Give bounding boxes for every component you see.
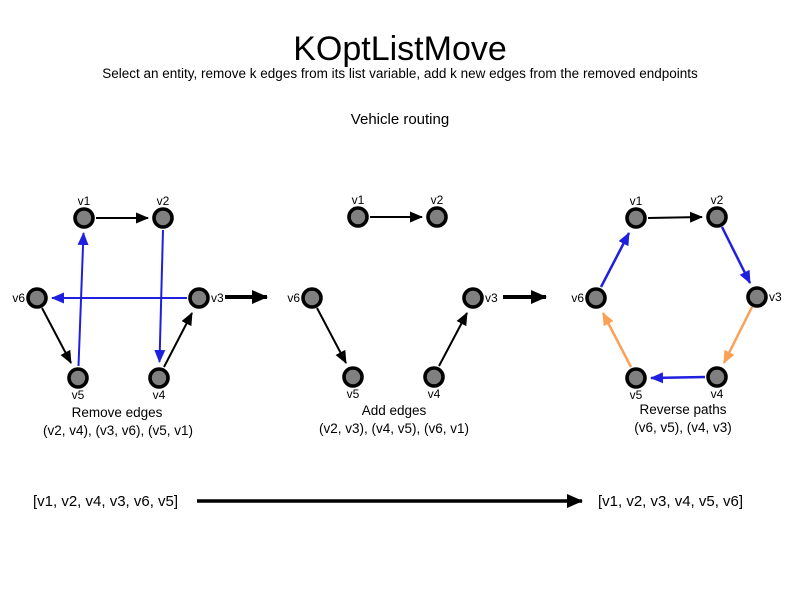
list-before-text: [v1, v2, v4, v3, v6, v5] bbox=[33, 493, 178, 510]
node-label-v2-g2: v2 bbox=[431, 193, 444, 207]
scenario-label: Vehicle routing bbox=[351, 111, 449, 128]
page-title: KOptListMove bbox=[293, 30, 507, 68]
node-v2-g2 bbox=[426, 206, 448, 228]
node-v3-g2 bbox=[462, 287, 484, 309]
edge-v5-v1-g1 bbox=[77, 232, 89, 367]
node-v4-g2 bbox=[423, 366, 445, 388]
graph-remove-edges: v1 v2 v6 v3 v5 v4 Remove edges (v2, v4),… bbox=[12, 194, 224, 438]
caption-add-edges: Add edges bbox=[362, 403, 427, 418]
list-transformation: [v1, v2, v4, v3, v6, v5] [v1, v2, v3, v4… bbox=[33, 493, 743, 510]
edge-v4-v3-g1 bbox=[163, 312, 193, 368]
node-label-v1-g3: v1 bbox=[630, 194, 643, 208]
list-after-text: [v1, v2, v3, v4, v5, v6] bbox=[598, 493, 743, 510]
edge-v6-v5-g2 bbox=[316, 307, 347, 364]
graph-reverse-paths: v1 v2 v6 v3 v5 v4 Reverse paths (v6, v5)… bbox=[571, 193, 782, 435]
node-label-v3-g3: v3 bbox=[769, 290, 782, 304]
node-v5-g3 bbox=[625, 367, 647, 389]
node-label-v6-g2: v6 bbox=[287, 291, 300, 305]
node-label-v1-g2: v1 bbox=[352, 193, 365, 207]
node-label-v4-g2: v4 bbox=[428, 387, 441, 401]
node-label-v6-g1: v6 bbox=[12, 291, 25, 305]
node-label-v4-g1: v4 bbox=[153, 388, 166, 402]
node-label-v6-g3: v6 bbox=[571, 291, 584, 305]
graph-add-edges: v1 v2 v6 v3 v5 v4 Add edges (v2, v3), (v… bbox=[287, 193, 498, 436]
node-label-v1-g1: v1 bbox=[78, 194, 91, 208]
edge-v4-v5-g3 bbox=[650, 372, 706, 384]
node-v6-g1 bbox=[26, 287, 48, 309]
node-v4-g3 bbox=[706, 366, 728, 388]
caption-remove-edges-detail: (v2, v4), (v3, v6), (v5, v1) bbox=[43, 423, 193, 438]
node-label-v5-g1: v5 bbox=[72, 388, 85, 402]
node-label-v3-g1: v3 bbox=[211, 291, 224, 305]
node-label-v2-g3: v2 bbox=[711, 193, 724, 207]
node-label-v5-g2: v5 bbox=[347, 387, 360, 401]
node-v5-g2 bbox=[342, 366, 364, 388]
node-v1-g3 bbox=[625, 207, 647, 229]
node-v1-g2 bbox=[347, 206, 369, 228]
edge-v6-v1-g3 bbox=[599, 232, 631, 288]
edge-v1-v2-g3 bbox=[647, 211, 703, 223]
node-label-v4-g3: v4 bbox=[711, 387, 724, 401]
node-v3-g3 bbox=[746, 286, 768, 308]
edge-v5-v6-g3 bbox=[601, 312, 633, 368]
node-label-v2-g1: v2 bbox=[157, 194, 170, 208]
edge-v2-v4-g1 bbox=[154, 229, 166, 363]
node-v6-g2 bbox=[301, 287, 323, 309]
caption-reverse-paths-detail: (v6, v5), (v4, v3) bbox=[634, 420, 732, 435]
node-v4-g1 bbox=[148, 367, 170, 389]
caption-reverse-paths: Reverse paths bbox=[639, 402, 726, 417]
node-v1-g1 bbox=[73, 207, 95, 229]
caption-add-edges-detail: (v2, v3), (v4, v5), (v6, v1) bbox=[319, 421, 469, 436]
node-label-v5-g3: v5 bbox=[630, 388, 643, 402]
node-v6-g3 bbox=[585, 287, 607, 309]
edge-v2-v3-g3 bbox=[720, 226, 752, 284]
caption-remove-edges: Remove edges bbox=[72, 405, 163, 420]
node-v5-g1 bbox=[67, 367, 89, 389]
page-subtitle: Select an entity, remove k edges from it… bbox=[102, 66, 698, 81]
node-label-v3-g2: v3 bbox=[485, 291, 498, 305]
edge-v6-v5-g1 bbox=[41, 307, 72, 364]
node-v2-g1 bbox=[152, 207, 174, 229]
edge-v3-v4-g3 bbox=[722, 306, 754, 364]
node-v2-g3 bbox=[706, 206, 728, 228]
edge-v4-v3-g2 bbox=[438, 312, 468, 367]
node-v3-g1 bbox=[188, 287, 210, 309]
